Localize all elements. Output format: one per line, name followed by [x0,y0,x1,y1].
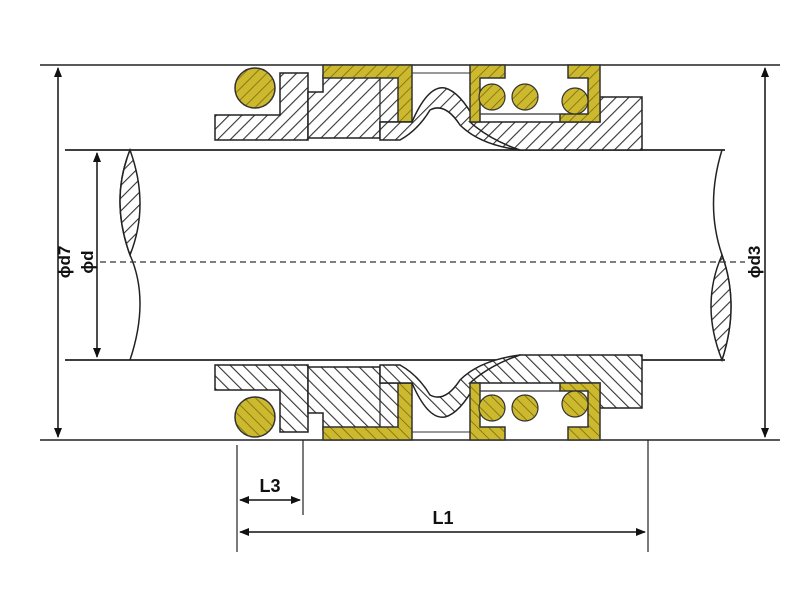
label-d7: ϕd7 [55,246,74,279]
seal-bottom-section [214,354,643,441]
seal-top-section [214,64,643,151]
shaft [65,147,745,363]
label-L3: L3 [259,476,280,496]
label-d: ϕd [78,250,97,273]
label-d3: ϕd3 [745,246,764,279]
label-L1: L1 [432,508,453,528]
